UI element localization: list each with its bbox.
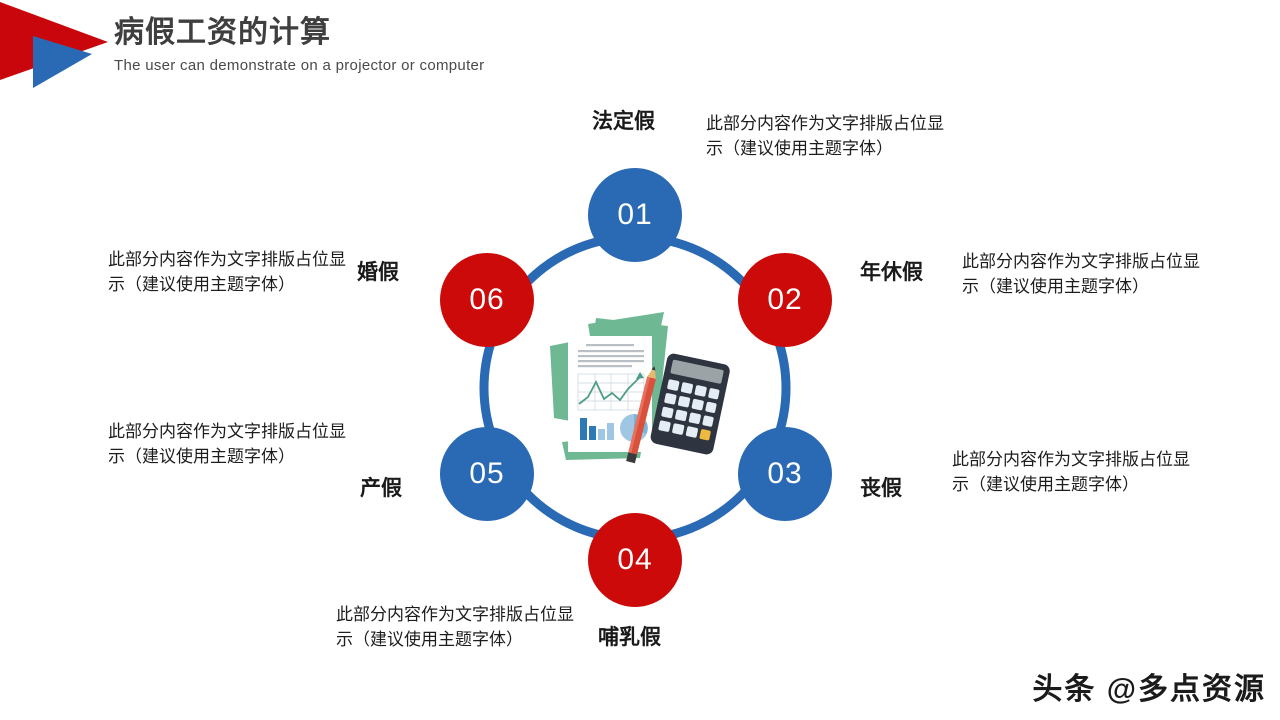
node-04-title: 哺乳假	[598, 626, 661, 649]
node-number: 05	[469, 457, 505, 490]
watermark-text: 头条 @多点资源	[1032, 673, 1266, 706]
node-06-title: 婚假	[357, 261, 399, 284]
node-05[interactable]: 05	[440, 427, 534, 521]
finance-report-calculator-icon	[550, 312, 730, 464]
node-05-title: 产假	[360, 477, 402, 500]
node-number: 01	[617, 198, 653, 231]
node-04-desc: 此部分内容作为文字排版占位显示（建议使用主题字体）	[336, 605, 574, 649]
node-number: 04	[617, 543, 653, 576]
node-number: 03	[767, 457, 803, 490]
node-03-title: 丧假	[860, 477, 902, 500]
node-number: 02	[767, 283, 803, 316]
node-03-desc: 此部分内容作为文字排版占位显示（建议使用主题字体）	[952, 450, 1190, 494]
node-04[interactable]: 04	[588, 513, 682, 607]
node-02-title: 年休假	[860, 261, 923, 284]
header-text-block: 病假工资的计算 The user can demonstrate on a pr…	[114, 16, 734, 74]
node-02[interactable]: 02	[738, 253, 832, 347]
node-06-desc: 此部分内容作为文字排版占位显示（建议使用主题字体）	[108, 250, 346, 294]
node-number: 06	[469, 283, 505, 316]
page-title: 病假工资的计算	[114, 16, 331, 49]
node-06[interactable]: 06	[440, 253, 534, 347]
node-01[interactable]: 01	[588, 168, 682, 262]
node-03[interactable]: 03	[738, 427, 832, 521]
node-05-desc: 此部分内容作为文字排版占位显示（建议使用主题字体）	[108, 422, 346, 466]
node-01-desc: 此部分内容作为文字排版占位显示（建议使用主题字体）	[706, 114, 944, 158]
page-subtitle: The user can demonstrate on a projector …	[114, 56, 485, 74]
arrow-play-logo-icon	[0, 2, 108, 88]
node-01-title: 法定假	[592, 110, 655, 133]
node-02-desc: 此部分内容作为文字排版占位显示（建议使用主题字体）	[962, 252, 1200, 296]
